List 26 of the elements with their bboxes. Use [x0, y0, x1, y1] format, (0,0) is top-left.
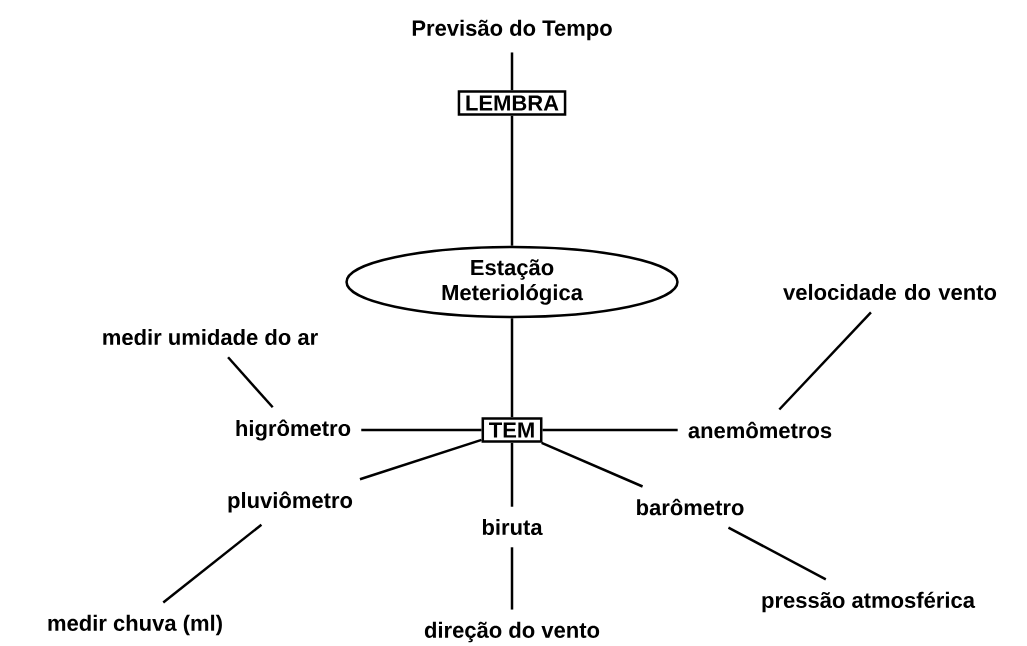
concept-label: direção do vento	[424, 621, 600, 643]
concept-label: medir chuva (ml)	[48, 614, 222, 636]
concept-label: higrômetro	[236, 419, 351, 441]
concept-label: medir umidade do ar	[103, 328, 318, 346]
connector-line	[510, 318, 514, 418]
connector-line	[542, 428, 678, 432]
concept-label: barômetro	[637, 498, 744, 516]
concept-label: anemômetros	[688, 421, 832, 439]
concept-label: biruta	[482, 518, 543, 536]
connector-line	[510, 547, 514, 610]
linking-word-box: TEM	[481, 417, 543, 443]
connector-line	[778, 311, 872, 411]
connector-line	[727, 526, 827, 581]
connector-line	[361, 428, 482, 432]
connector-line	[541, 441, 644, 488]
concept-label: velocidade do vento	[783, 283, 997, 301]
connector-line	[510, 442, 514, 507]
concept-label: pressão atmosférica	[762, 591, 976, 613]
connector-line	[227, 356, 274, 409]
connector-line	[510, 52, 514, 91]
connector-line	[510, 115, 514, 246]
concept-label: pluviômetro	[228, 491, 353, 513]
connector-line	[359, 438, 482, 481]
connector-line	[162, 523, 263, 604]
concept-label: Previsão do Tempo	[412, 19, 612, 41]
linking-word-box: LEMBRA	[457, 90, 567, 116]
